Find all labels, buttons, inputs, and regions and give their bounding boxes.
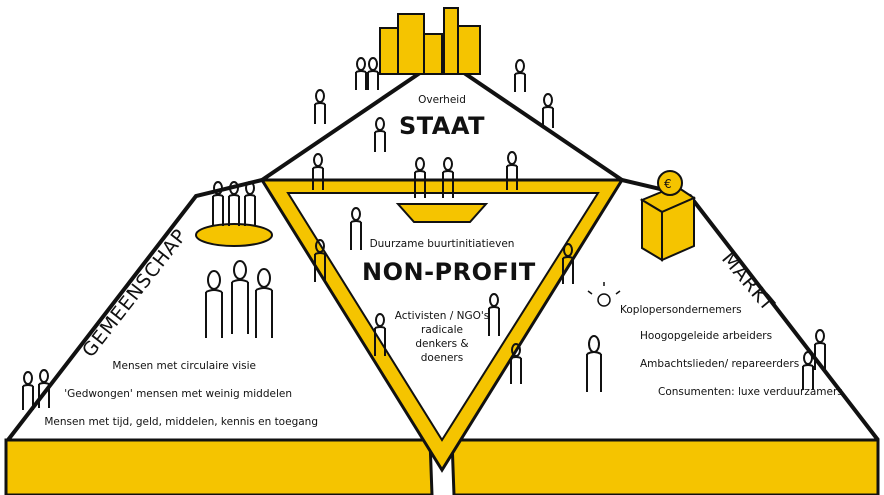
markt-member-2: Hoogopgeleide arbeiders bbox=[640, 330, 773, 342]
person-icon bbox=[506, 151, 518, 190]
person-icon bbox=[367, 57, 379, 90]
person-icon bbox=[255, 268, 273, 338]
person-icon bbox=[314, 239, 326, 282]
person-icon bbox=[212, 181, 224, 226]
pyramid-outline bbox=[6, 178, 263, 442]
person-icon bbox=[355, 57, 367, 90]
person-icon bbox=[374, 117, 386, 152]
markt-member-4: Consumenten: luxe verduurzamers bbox=[658, 386, 843, 398]
center-platform bbox=[395, 203, 489, 223]
nonprofit-member-2: radicale bbox=[421, 324, 463, 336]
city-icon bbox=[379, 7, 481, 75]
gemeenschap-member-1: Mensen met circulaire visie bbox=[112, 360, 256, 372]
markt-member-1: Koplopersondernemers bbox=[620, 304, 742, 316]
person-icon bbox=[562, 243, 574, 284]
nonprofit-member-4: doeners bbox=[420, 352, 464, 364]
person-icon bbox=[586, 335, 602, 392]
person-icon bbox=[374, 313, 386, 356]
person-icon bbox=[814, 329, 826, 370]
nonprofit-title: NON-PROFIT bbox=[362, 258, 536, 286]
staat-title: STAAT bbox=[399, 112, 485, 140]
person-icon bbox=[442, 157, 454, 198]
gemeenschap-member-3: Mensen met tijd, geld, middelen, kennis … bbox=[44, 416, 318, 428]
staat-subtitle: Overheid bbox=[418, 94, 466, 106]
person-icon bbox=[802, 351, 814, 390]
person-icon bbox=[38, 369, 50, 408]
person-icon bbox=[414, 157, 426, 198]
gemeenschap-member-2: 'Gedwongen' mensen met weinig middelen bbox=[64, 388, 292, 400]
person-icon bbox=[542, 93, 554, 128]
nonprofit-member-3: denkers & bbox=[415, 338, 469, 350]
markt-member-3: Ambachtslieden/ repareerders bbox=[640, 358, 800, 370]
people-figures bbox=[22, 57, 826, 410]
euro-symbol-icon: € bbox=[664, 177, 672, 191]
person-icon bbox=[312, 153, 324, 190]
market-building-icon bbox=[639, 170, 697, 262]
person-icon bbox=[488, 293, 500, 336]
person-icon bbox=[244, 181, 256, 226]
left-base-strip bbox=[4, 438, 434, 495]
person-icon bbox=[350, 207, 362, 250]
nonprofit-member-1: Activisten / NGO's bbox=[394, 310, 490, 322]
right-base-strip bbox=[450, 438, 880, 495]
person-icon bbox=[514, 59, 526, 92]
person-icon bbox=[205, 270, 223, 338]
person-icon bbox=[314, 89, 326, 124]
nonprofit-subtitle: Duurzame buurtinitiatieven bbox=[369, 238, 515, 250]
person-icon bbox=[228, 181, 240, 226]
lightbulb-icon bbox=[587, 282, 621, 307]
person-icon bbox=[231, 260, 249, 334]
person-icon bbox=[22, 371, 34, 410]
community-platform bbox=[195, 223, 273, 247]
person-icon bbox=[510, 343, 522, 384]
